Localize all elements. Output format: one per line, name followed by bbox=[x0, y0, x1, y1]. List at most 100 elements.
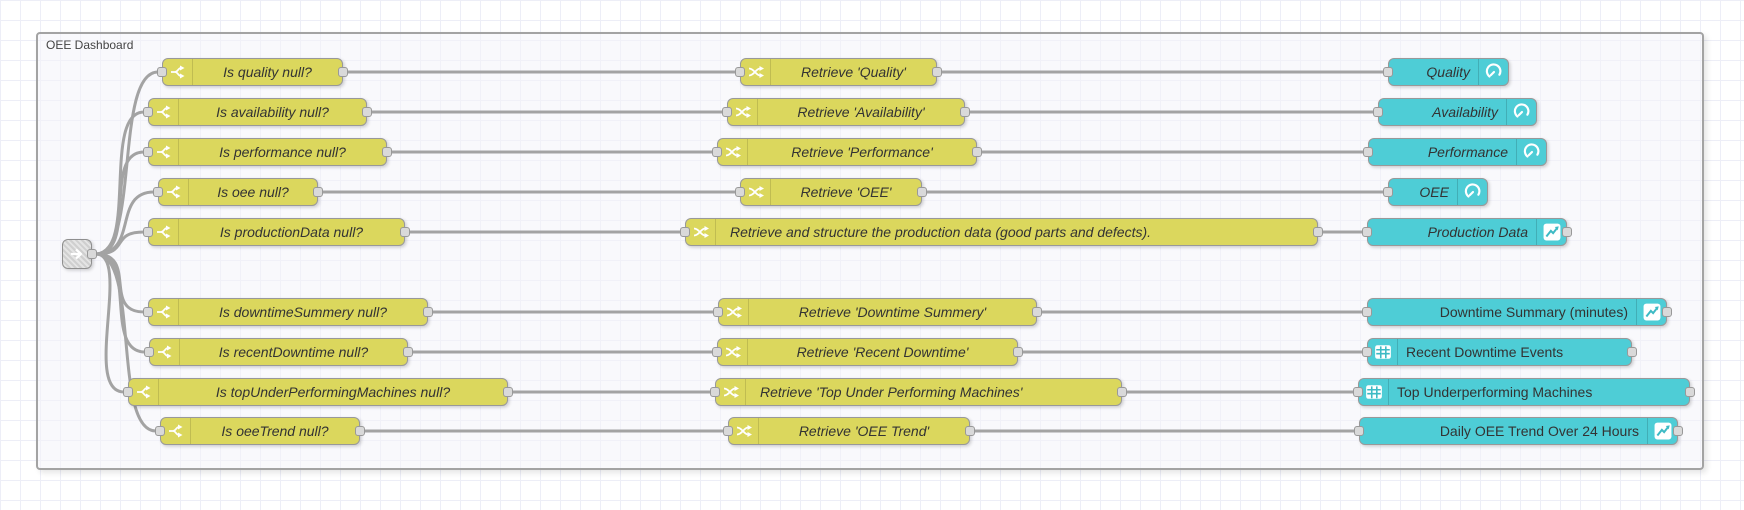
output-port[interactable] bbox=[932, 67, 942, 77]
output-port[interactable] bbox=[1032, 307, 1042, 317]
dashboard-chart-node[interactable]: Production Data bbox=[1362, 218, 1572, 246]
output-port[interactable] bbox=[917, 187, 927, 197]
input-port[interactable] bbox=[680, 227, 690, 237]
input-port[interactable] bbox=[143, 107, 153, 117]
output-port[interactable] bbox=[400, 227, 410, 237]
input-port[interactable] bbox=[710, 387, 720, 397]
input-port[interactable] bbox=[1373, 107, 1383, 117]
dashboard-chart-node[interactable]: Downtime Summary (minutes) bbox=[1362, 298, 1672, 326]
node-label: Top Underperforming Machines bbox=[1397, 384, 1593, 400]
input-port[interactable] bbox=[712, 147, 722, 157]
input-port[interactable] bbox=[1362, 347, 1372, 357]
dashboard-gauge-node[interactable]: Availability bbox=[1373, 98, 1537, 126]
input-port[interactable] bbox=[723, 426, 733, 436]
output-port[interactable] bbox=[1562, 227, 1572, 237]
node-label: Is downtimeSummery null? bbox=[218, 304, 388, 320]
switch-node[interactable]: Is availability null? bbox=[143, 98, 372, 126]
output-port[interactable] bbox=[1313, 227, 1323, 237]
switch-node[interactable]: Is recentDowntime null? bbox=[144, 338, 413, 366]
switch-icon bbox=[161, 418, 191, 444]
output-port[interactable] bbox=[355, 426, 365, 436]
change-icon bbox=[719, 299, 749, 325]
input-port[interactable] bbox=[143, 307, 153, 317]
output-port[interactable] bbox=[1662, 307, 1672, 317]
change-icon bbox=[729, 418, 759, 444]
node-label: Is recentDowntime null? bbox=[218, 344, 369, 360]
input-port[interactable] bbox=[144, 347, 154, 357]
output-port[interactable] bbox=[423, 307, 433, 317]
change-node[interactable]: Retrieve 'Downtime Summery' bbox=[713, 298, 1042, 326]
change-node[interactable]: Retrieve 'Top Under Performing Machines' bbox=[710, 378, 1127, 406]
input-port[interactable] bbox=[722, 107, 732, 117]
switch-node[interactable]: Is oeeTrend null? bbox=[155, 417, 365, 445]
switch-node[interactable]: Is productionData null? bbox=[143, 218, 410, 246]
change-node[interactable]: Retrieve 'OEE Trend' bbox=[723, 417, 975, 445]
output-port[interactable] bbox=[960, 107, 970, 117]
output-port[interactable] bbox=[403, 347, 413, 357]
output-port[interactable] bbox=[965, 426, 975, 436]
input-port[interactable] bbox=[1354, 426, 1364, 436]
input-port[interactable] bbox=[1362, 227, 1372, 237]
input-port[interactable] bbox=[735, 187, 745, 197]
dashboard-table-node[interactable]: Recent Downtime Events bbox=[1362, 338, 1637, 366]
input-port[interactable] bbox=[735, 67, 745, 77]
output-port[interactable] bbox=[1685, 387, 1695, 397]
input-port[interactable] bbox=[153, 187, 163, 197]
switch-node[interactable]: Is downtimeSummery null? bbox=[143, 298, 433, 326]
input-port[interactable] bbox=[713, 307, 723, 317]
change-node[interactable]: Retrieve and structure the production da… bbox=[680, 218, 1323, 246]
switch-node[interactable]: Is performance null? bbox=[143, 138, 392, 166]
change-node[interactable]: Retrieve 'Recent Downtime' bbox=[712, 338, 1023, 366]
input-port[interactable] bbox=[1383, 67, 1393, 77]
input-port[interactable] bbox=[712, 347, 722, 357]
input-port[interactable] bbox=[155, 426, 165, 436]
change-icon bbox=[741, 179, 771, 205]
input-port[interactable] bbox=[157, 67, 167, 77]
switch-node[interactable]: Is oee null? bbox=[153, 178, 323, 206]
wire[interactable] bbox=[95, 230, 145, 256]
chart-icon bbox=[1536, 219, 1566, 245]
dashboard-gauge-node[interactable]: Performance bbox=[1363, 138, 1547, 166]
wire[interactable] bbox=[95, 252, 125, 394]
dashboard-table-node[interactable]: Top Underperforming Machines bbox=[1353, 378, 1695, 406]
output-port[interactable] bbox=[362, 107, 372, 117]
input-port[interactable] bbox=[143, 147, 153, 157]
output-port[interactable] bbox=[972, 147, 982, 157]
dashboard-gauge-node[interactable]: Quality bbox=[1383, 58, 1509, 86]
switch-icon bbox=[150, 339, 180, 365]
wire[interactable] bbox=[95, 252, 157, 433]
node-label: Retrieve 'Performance' bbox=[791, 144, 933, 160]
output-port[interactable] bbox=[382, 147, 392, 157]
input-port[interactable] bbox=[123, 387, 133, 397]
output-port[interactable] bbox=[338, 67, 348, 77]
output-port[interactable] bbox=[1673, 426, 1683, 436]
input-port[interactable] bbox=[1362, 307, 1372, 317]
output-port[interactable] bbox=[87, 249, 97, 259]
output-port[interactable] bbox=[313, 187, 323, 197]
switch-icon bbox=[149, 299, 179, 325]
input-port[interactable] bbox=[1363, 147, 1373, 157]
switch-node[interactable]: Is quality null? bbox=[157, 58, 348, 86]
change-node[interactable]: Retrieve 'Availability' bbox=[722, 98, 970, 126]
node-label: Is topUnderPerformingMachines null? bbox=[215, 384, 451, 400]
wire[interactable] bbox=[95, 190, 155, 256]
table-icon bbox=[1368, 339, 1398, 365]
wire[interactable] bbox=[95, 150, 145, 256]
output-port[interactable] bbox=[503, 387, 513, 397]
output-port[interactable] bbox=[1627, 347, 1637, 357]
link-in-node[interactable] bbox=[62, 239, 97, 269]
gauge-icon bbox=[1516, 139, 1546, 165]
input-port[interactable] bbox=[1353, 387, 1363, 397]
input-port[interactable] bbox=[143, 227, 153, 237]
dashboard-gauge-node[interactable]: OEE bbox=[1383, 178, 1488, 206]
change-node[interactable]: Retrieve 'OEE' bbox=[735, 178, 927, 206]
change-node[interactable]: Retrieve 'Performance' bbox=[712, 138, 982, 166]
node-label: Is oeeTrend null? bbox=[221, 423, 329, 439]
dashboard-chart-node[interactable]: Daily OEE Trend Over 24 Hours bbox=[1354, 417, 1683, 445]
input-port[interactable] bbox=[1383, 187, 1393, 197]
output-port[interactable] bbox=[1013, 347, 1023, 357]
output-port[interactable] bbox=[1117, 387, 1127, 397]
change-node[interactable]: Retrieve 'Quality' bbox=[735, 58, 942, 86]
switch-node[interactable]: Is topUnderPerformingMachines null? bbox=[123, 378, 513, 406]
